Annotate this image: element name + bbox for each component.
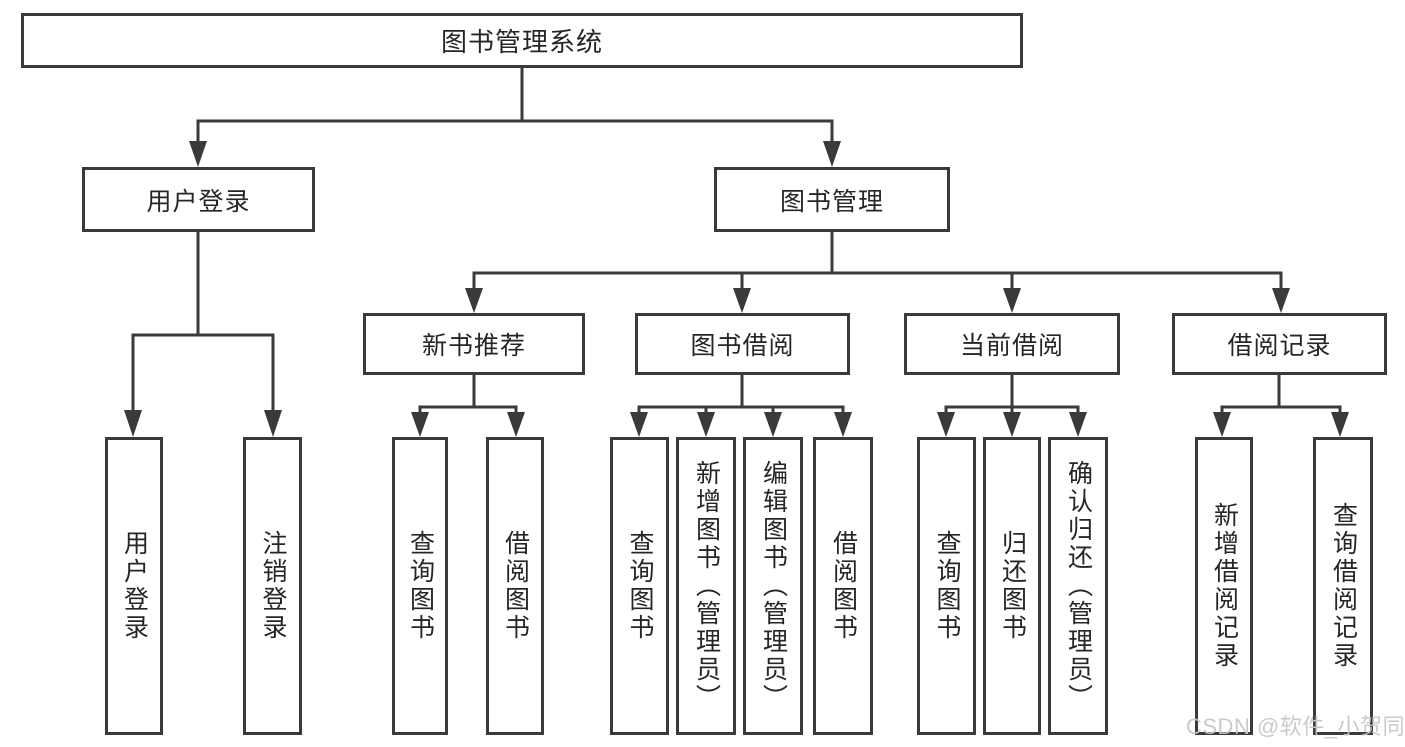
leaf-add-borrow-record: 新增借阅记录 bbox=[1195, 437, 1253, 735]
arrowhead-icon bbox=[697, 412, 715, 437]
node-label: 用户登录 bbox=[146, 187, 251, 216]
arrowhead-icon bbox=[124, 410, 142, 437]
arrowhead-icon bbox=[1213, 412, 1231, 437]
leaf-add-book-admin: 新增图书（管理员） bbox=[676, 437, 736, 735]
node-label: 借阅图书 bbox=[829, 530, 858, 642]
node-label: 新书推荐 bbox=[421, 332, 526, 360]
leaf-borrow-book: 借阅图书 bbox=[486, 437, 544, 735]
node-label: 图书管理系统 bbox=[440, 27, 603, 57]
node-label: 确认归还（管理员） bbox=[1064, 460, 1093, 712]
node-current-borrowing: 当前借阅 bbox=[904, 313, 1120, 375]
csdn-watermark: CSDN @软件_小贺同学 bbox=[1186, 714, 1405, 739]
node-label: 编辑图书（管理员） bbox=[759, 460, 788, 712]
leaf-borrow-book: 借阅图书 bbox=[813, 437, 873, 735]
leaf-confirm-return-admin: 确认归还（管理员） bbox=[1048, 437, 1108, 735]
arrowhead-icon bbox=[1069, 412, 1087, 437]
arrowhead-icon bbox=[823, 141, 841, 167]
leaf-return-book: 归还图书 bbox=[983, 437, 1041, 735]
leaf-query-book: 查询图书 bbox=[392, 437, 448, 735]
node-book-borrowing: 图书借阅 bbox=[635, 313, 850, 375]
node-label: 查询借阅记录 bbox=[1329, 502, 1358, 670]
node-user-login: 用户登录 bbox=[82, 167, 315, 232]
arrowhead-icon bbox=[465, 288, 483, 313]
node-new-book-recommend: 新书推荐 bbox=[363, 313, 585, 375]
node-label: 归还图书 bbox=[998, 530, 1027, 642]
node-label: 查询图书 bbox=[626, 530, 654, 642]
node-label: 图书借阅 bbox=[690, 332, 795, 360]
node-label: 借阅记录 bbox=[1227, 332, 1332, 360]
node-label: 当前借阅 bbox=[959, 332, 1064, 360]
leaf-query-book: 查询图书 bbox=[610, 437, 669, 735]
node-label: 查询图书 bbox=[406, 530, 435, 642]
arrowhead-icon bbox=[1331, 412, 1349, 437]
leaf-query-book: 查询图书 bbox=[917, 437, 976, 735]
arrowhead-icon bbox=[1003, 288, 1021, 313]
node-label: 查询图书 bbox=[933, 530, 961, 642]
leaf-logout: 注销登录 bbox=[243, 437, 302, 735]
node-label: 注销登录 bbox=[259, 530, 287, 642]
leaf-user-login: 用户登录 bbox=[105, 437, 163, 735]
arrowhead-icon bbox=[733, 288, 751, 313]
arrowhead-icon bbox=[264, 410, 282, 437]
arrowhead-icon bbox=[411, 412, 429, 437]
arrowhead-icon bbox=[764, 412, 782, 437]
arrowhead-icon bbox=[189, 141, 207, 167]
node-book-management: 图书管理 bbox=[714, 167, 950, 232]
leaf-edit-book-admin: 编辑图书（管理员） bbox=[743, 437, 803, 735]
node-label: 新增图书（管理员） bbox=[692, 460, 721, 712]
node-label: 图书管理 bbox=[779, 187, 884, 216]
arrowhead-icon bbox=[630, 412, 648, 437]
arrowhead-icon bbox=[834, 412, 852, 437]
node-label: 新增借阅记录 bbox=[1210, 502, 1239, 670]
node-label: 用户登录 bbox=[120, 530, 149, 642]
arrowhead-icon bbox=[937, 412, 955, 437]
node-library-system: 图书管理系统 bbox=[21, 13, 1023, 68]
node-label: 借阅图书 bbox=[501, 530, 530, 642]
arrowhead-icon bbox=[507, 412, 525, 437]
node-borrowing-records: 借阅记录 bbox=[1172, 313, 1387, 375]
arrowhead-icon bbox=[1272, 288, 1290, 313]
leaf-query-borrow-record: 查询借阅记录 bbox=[1313, 437, 1373, 735]
arrowhead-icon bbox=[1003, 412, 1021, 437]
